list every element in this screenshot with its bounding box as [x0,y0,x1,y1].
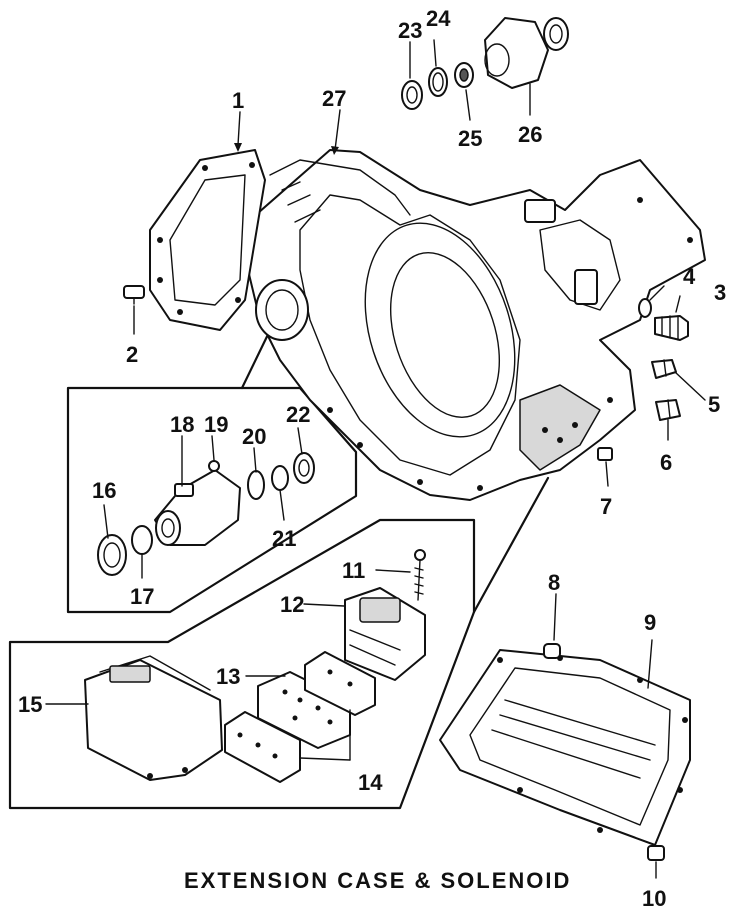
callout-19: 19 [204,412,228,437]
solenoid-assembly-part-12 [344,587,426,681]
bolt-part-7 [597,447,613,461]
snap-ring-part-20 [247,470,265,500]
callout-22: 22 [286,402,310,427]
callout-13: 13 [216,664,240,689]
bolt-part-11 [414,549,426,601]
callout-24: 24 [426,6,451,31]
callout-10: 10 [642,886,666,911]
solenoid-detail-box [8,518,476,810]
extension-housing-part-18 [154,469,241,546]
callout-14: 14 [358,770,383,795]
switch-part-5 [651,359,677,379]
callout-12: 12 [280,592,304,617]
seal-part-23 [401,80,423,110]
callout-16: 16 [92,478,116,503]
callout-6: 6 [660,450,672,475]
plug-part-19 [208,460,220,472]
callout-17: 17 [130,584,154,609]
ring-part-24 [428,67,448,97]
callout-26: 26 [518,122,542,147]
callout-2: 2 [126,342,138,367]
bushing-part-17 [131,525,153,555]
callout-27: 27 [322,86,346,111]
callout-7: 7 [600,494,612,519]
callout-4: 4 [683,264,696,289]
callout-3: 3 [714,280,726,305]
bearing-part-22 [293,452,315,484]
callout-9: 9 [644,610,656,635]
seal-part-21 [271,465,289,491]
callout-23: 23 [398,18,422,43]
detail-leader-lower [472,476,550,614]
callout-1: 1 [232,88,244,113]
drain-plug-part-10 [647,845,665,861]
seal-part-16 [97,534,127,576]
switch-part-6 [655,399,681,421]
washer-part-4 [638,298,652,318]
extension-cover-plate [149,149,266,331]
callout-21: 21 [272,526,296,551]
adapter-part-26 [484,17,569,89]
callout-25: 25 [458,126,482,151]
plug-part-8 [543,643,561,659]
leader-lines [45,39,706,879]
diagram-title: EXTENSION CASE & SOLENOID [184,868,571,893]
callout-18: 18 [170,412,194,437]
callout-11: 11 [342,558,365,583]
callout-20: 20 [242,424,266,449]
oil-pan-part-9 [439,649,691,846]
callout-15: 15 [18,692,42,717]
separator-plate-part-14 [224,651,376,783]
bolt-part-2 [123,285,145,305]
sensor-part-3 [654,315,689,341]
callout-8: 8 [548,570,560,595]
transaxle-case [247,149,706,501]
valve-body-cover-part-15 [84,655,223,781]
callout-5: 5 [708,392,720,417]
